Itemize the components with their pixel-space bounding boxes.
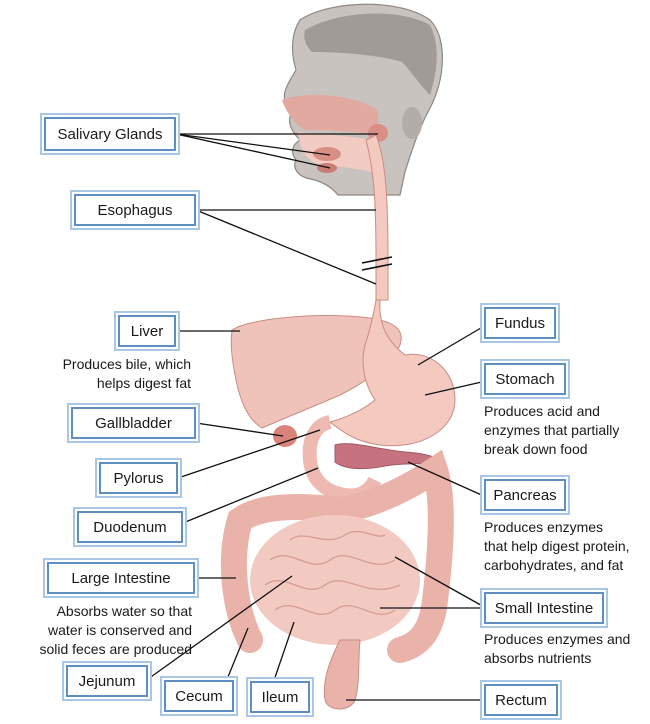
small-intestine-organ [250,515,420,645]
rectum-organ [323,639,361,710]
stomach-organ [328,299,456,447]
label-ileum: Ileum [250,681,310,713]
label-duodenum: Duodenum [77,511,183,543]
label-small-intestine: Small Intestine [484,592,604,624]
label-pylorus: Pylorus [99,462,178,494]
description-large-intestine-line-1: Absorbs water so that [56,603,192,619]
description-stomach: Produces acid and enzymes that partially… [484,402,619,459]
description-large-intestine-line-3: solid feces are produced [39,641,192,657]
label-pancreas: Pancreas [484,479,566,511]
description-liver-line-1: Produces bile, which [62,356,191,372]
label-gallbladder: Gallbladder [71,407,196,439]
description-large-intestine: Absorbs water so that water is conserved… [39,602,192,659]
label-liver: Liver [118,315,176,347]
label-jejunum: Jejunum [66,665,148,697]
description-pancreas-line-1: Produces enzymes [484,519,604,535]
description-small-intestine-line-1: Produces enzymes and [484,631,631,647]
description-large-intestine-line-2: water is conserved and [48,622,192,638]
label-fundus: Fundus [484,307,556,339]
description-pancreas-line-3: carbohydrates, and fat [484,557,624,573]
label-esophagus: Esophagus [74,194,196,226]
label-salivary-glands: Salivary Glands [44,117,176,151]
large-intestine-organ [220,449,454,663]
label-cecum: Cecum [164,680,234,712]
description-liver-line-2: helps digest fat [96,375,191,391]
oral-cavity [282,94,388,173]
description-stomach-line-2: enzymes that partially [484,422,620,438]
gallbladder-organ [273,425,297,447]
liver-organ [230,315,402,429]
description-stomach-line-3: break down food [484,441,588,457]
description-stomach-line-1: Produces acid and [484,403,600,419]
leader-lines [147,133,487,701]
label-stomach: Stomach [484,363,566,395]
label-rectum: Rectum [484,684,558,716]
description-pancreas: Produces enzymes that help digest protei… [484,518,630,575]
description-small-intestine: Produces enzymes and absorbs nutrients [484,630,630,668]
label-large-intestine: Large Intestine [47,562,195,594]
description-liver: Produces bile, which helps digest fat [63,355,191,393]
description-small-intestine-line-2: absorbs nutrients [484,650,592,666]
description-pancreas-line-2: that help digest protein, [484,538,630,554]
